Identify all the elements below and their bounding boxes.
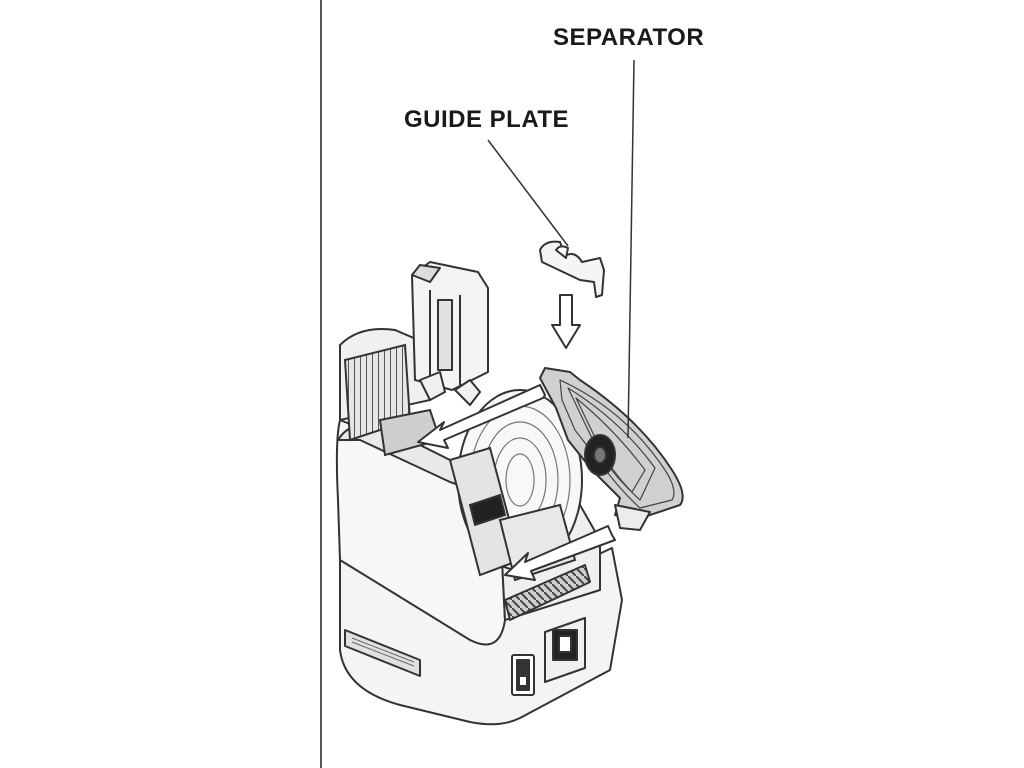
guide-plate-label: GUIDE PLATE xyxy=(404,106,570,133)
arrow-left-upper xyxy=(417,384,546,449)
guide-plate-part xyxy=(539,240,605,298)
head-carriage xyxy=(411,261,489,406)
direction-arrows xyxy=(417,294,616,581)
arrow-down-guide xyxy=(551,294,581,349)
leader-line-separator xyxy=(627,59,635,439)
printer-interior xyxy=(339,328,583,582)
separator-label: SEPARATOR xyxy=(553,24,705,51)
leader-line-guide-plate xyxy=(487,139,569,247)
arrow-left-lower xyxy=(504,525,616,581)
separator-part xyxy=(539,367,684,531)
